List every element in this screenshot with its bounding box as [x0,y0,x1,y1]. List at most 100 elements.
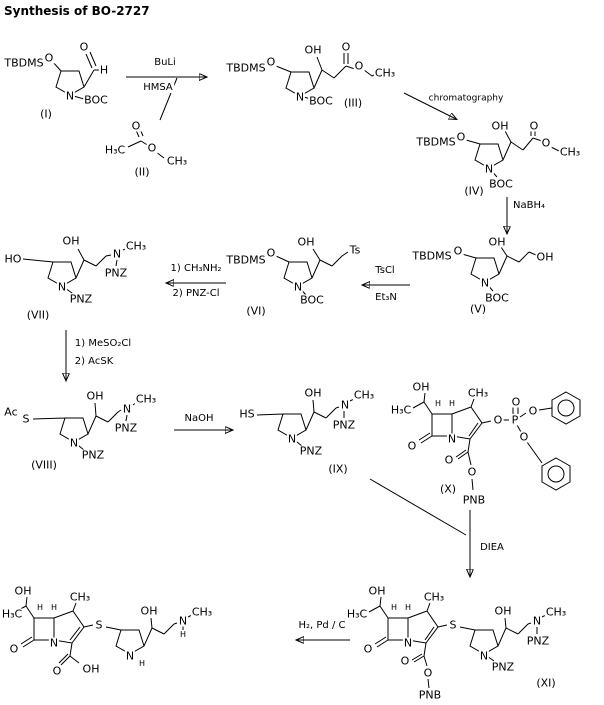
label-hs-ix: HS [238,407,256,421]
label-oh-iv: OH [490,119,510,133]
label-ts-vi: Ts [348,243,362,257]
label-n-chain-xi: N [531,614,543,628]
label-oh-chain-xi: OH [493,604,513,618]
label-p-x: P [510,413,520,427]
label-oh-viii: OH [85,389,105,403]
reagent-hmsa: HMSA [142,82,174,93]
label-o-carbonyl-iv: O [528,119,540,133]
label-ch3-x: CH₃ [466,386,490,400]
label-oh-xi: OH [367,584,387,598]
label-oh-iii: OH [303,43,323,57]
compound-number-xi: (XI) [535,676,557,690]
label-n-x: N [446,432,458,446]
label-o-ester-xi: O [422,666,434,680]
label-h3c-xi: H₃C [345,607,369,621]
label-tbdms-i: TBDMS [3,56,45,70]
label-pnz-chain-ix: PNZ [331,418,357,432]
compound-number-iii: (III) [342,96,364,110]
label-n-i: N [64,89,76,103]
label-h3c-final: H₃C [0,607,24,621]
label-oh-vii: OH [61,234,81,248]
label-h2-x: H [448,399,456,408]
label-pnz-vii: PNZ [68,292,94,306]
label-h3c-ii: H₃C [103,143,127,157]
label-h-n-pyr-final: H [138,659,146,668]
reaction-arrows [66,77,507,640]
reagent-et3n: Et₃N [374,292,398,303]
reagent-nabh4: NaBH₄ [512,200,546,211]
label-o-lactam-x: O [406,439,418,453]
label-o-carbonyl-xi: O [399,654,411,668]
label-oh-x: OH [411,380,431,394]
label-boc-vi: BOC [299,293,325,307]
label-o-ester-iv: O [540,136,552,150]
compound-number-ix: (IX) [327,462,349,476]
label-oh-final: OH [13,584,33,598]
label-n-final: N [48,636,60,650]
label-n-chain-final: N [177,614,189,628]
label-pnz-chain-vii: PNZ [103,266,129,280]
structure-vi-skeleton [275,248,349,296]
label-ch3-chain-final: CH₃ [190,605,214,619]
label-h-aldehyde-i: H [98,63,110,77]
label-pnb-x: PNB [461,493,487,507]
reagent-chromatography: chromatography [427,93,505,104]
label-o-lactam-final: O [8,642,20,656]
label-o-carbonyl-x: O [443,453,455,467]
label-ch3-vii: CH₃ [124,239,148,253]
label-ch3-xi: CH₃ [422,590,446,604]
label-n-iv: N [483,162,495,176]
label-n-viii: N [68,436,80,450]
label-h1-xi: H [390,603,398,612]
label-boc-i: BOC [83,93,109,107]
arrow-chromatography [403,92,456,119]
label-ho-vii: HO [3,252,23,266]
label-pnz-viii: PNZ [80,448,106,462]
label-ch3-final: CH₃ [68,590,92,604]
compound-number-vi: (VI) [245,304,267,318]
label-o-i: O [43,51,55,65]
reagent-naoh: NaOH [183,413,215,424]
label-o-enol-x: O [492,413,504,427]
structure-v-skeleton [461,246,537,292]
compound-number-vii: (VII) [25,308,51,322]
label-ch3-viii: CH₃ [134,392,158,406]
label-n-chain-viii: N [121,402,133,416]
label-oh-acid-final: OH [81,662,101,676]
label-h2-xi: H [404,603,412,612]
label-o-carbonyl-iii: O [340,40,352,54]
label-o-iii: O [265,55,277,69]
label-pnz-ix: PNZ [298,444,324,458]
label-ch3-chain-xi: CH₃ [544,605,568,619]
label-o-ph1-x: O [527,404,539,418]
label-tbdms-iv: TBDMS [415,135,457,149]
structure-i-skeleton [51,51,101,100]
label-n-pyr-xi: N [478,649,490,663]
label-n-ix: N [286,432,298,446]
label-h-n-chain-final: H [179,630,187,639]
reagent-tscl: TsCl [374,265,396,276]
label-n-iii: N [294,90,306,104]
scheme-title: Synthesis of BO-2727 [4,4,150,18]
label-pnz-pyr-xi: PNZ [490,660,516,674]
label-o-v: O [452,244,464,258]
label-n-chain-ix: N [339,398,351,412]
compound-number-x: (X) [438,482,458,496]
label-h2-final: H [50,603,58,612]
reagent-pnz-cl: 2) PNZ-Cl [171,288,221,299]
label-s-viii: S [21,412,31,426]
label-pnz-chain-xi: PNZ [525,634,551,648]
reagent-acsk: 2) AcSK [73,356,115,367]
reagent-diea: DIEA [479,542,505,553]
label-boc-iv: BOC [488,177,514,191]
structure-xi-skeleton [368,596,547,689]
label-oh-v-sec: OH [487,235,507,249]
label-o-lactam-xi: O [362,642,374,656]
label-h1-final: H [36,603,44,612]
label-h3c-x: H₃C [389,403,413,417]
label-n-chain-vii: N [111,247,123,261]
label-n-vi: N [292,280,304,294]
label-boc-v: BOC [484,291,510,305]
